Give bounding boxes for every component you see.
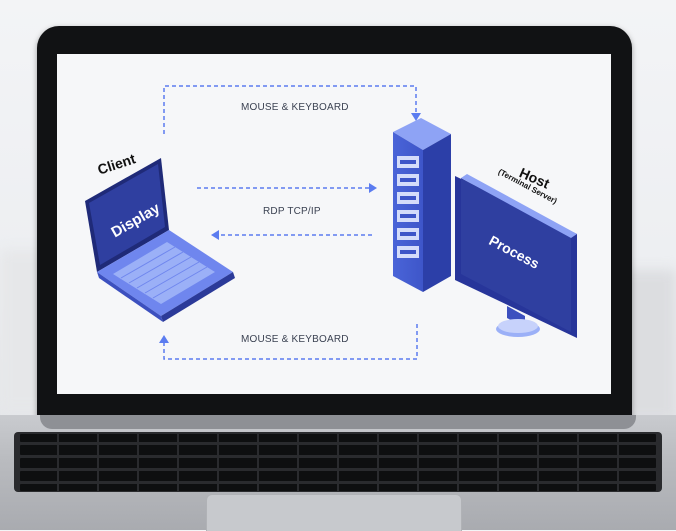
- laptop-screen: MOUSE & KEYBOARD RDP TCP/IP MOUSE & KEYB…: [57, 54, 611, 394]
- laptop-hinge: [40, 415, 636, 429]
- middle-flow-label: RDP TCP/IP: [263, 206, 321, 217]
- arrow-head-icon: [369, 183, 377, 193]
- top-flow-label: MOUSE & KEYBOARD: [241, 102, 349, 113]
- top-flow-arrow: [163, 85, 417, 134]
- host-monitor-icon: [455, 174, 577, 338]
- bottom-flow-arrow: [163, 324, 418, 360]
- arrow-head-icon: [159, 335, 169, 343]
- client-laptop-icon: [85, 158, 235, 322]
- display-label: Display: [108, 199, 164, 242]
- rdp-diagram: MOUSE & KEYBOARD RDP TCP/IP MOUSE & KEYB…: [85, 85, 577, 360]
- bottom-flow-label: MOUSE & KEYBOARD: [241, 334, 349, 345]
- keyboard-keys: [20, 432, 656, 492]
- arrow-head-icon: [411, 113, 421, 121]
- arrow-head-icon: [211, 230, 219, 240]
- trackpad: [206, 494, 462, 531]
- server-tower-icon: [393, 118, 451, 292]
- client-label: Client: [95, 150, 138, 178]
- process-label: Process: [486, 232, 543, 272]
